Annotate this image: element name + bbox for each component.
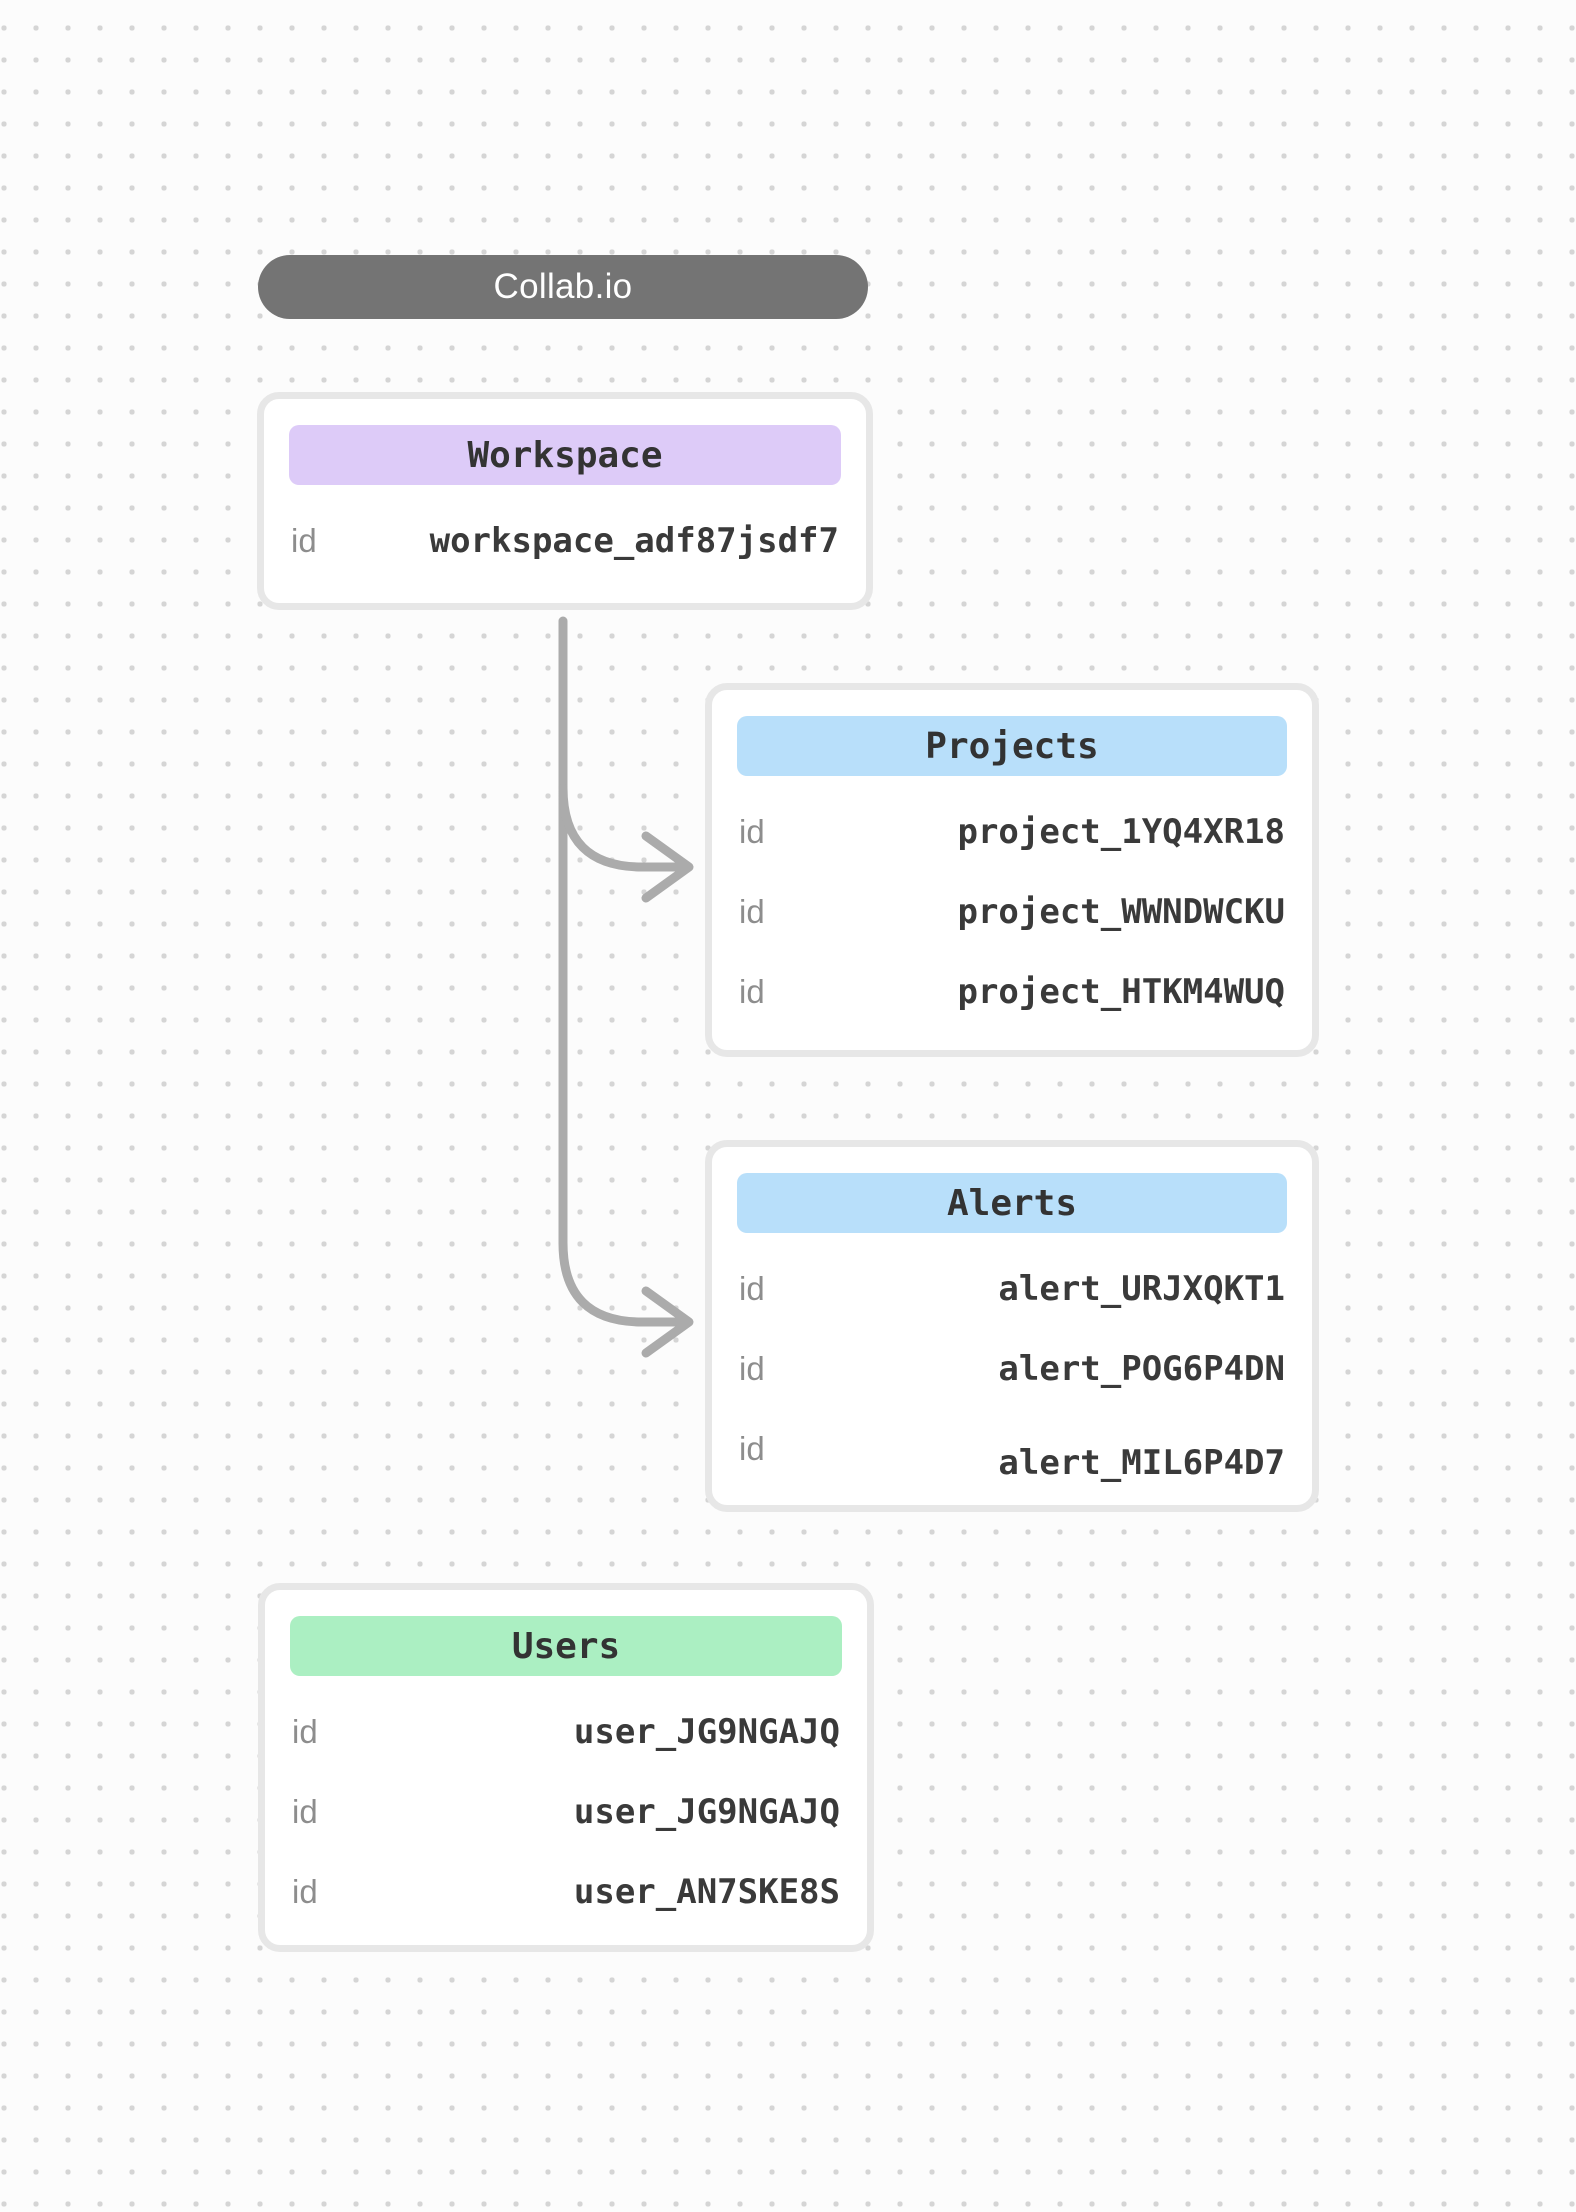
node-projects[interactable]: Projects id project_1YQ4XR18 id project_… (705, 683, 1319, 1057)
field-label: id (739, 813, 765, 850)
field-label: id (739, 973, 765, 1010)
field-row: id user_JG9NGAJQ (292, 1772, 840, 1852)
field-label: id (739, 1350, 765, 1387)
field-value: project_HTKM4WUQ (957, 972, 1285, 1012)
field-row: id alert_POG6P4DN (739, 1329, 1285, 1409)
diagram-title: Collab.io (493, 267, 633, 306)
edge-workspace-alerts (558, 616, 689, 1327)
node-rows: id workspace_adf87jsdf7 (264, 485, 866, 581)
field-value: alert_MIL6P4D7 (998, 1443, 1285, 1483)
field-label: id (739, 1270, 765, 1307)
node-rows: id user_JG9NGAJQ id user_JG9NGAJQ id use… (265, 1676, 867, 1932)
field-row: id project_WWNDWCKU (739, 872, 1285, 952)
field-row: id alert_MIL6P4D7 (739, 1409, 1285, 1489)
node-header: Users (290, 1616, 842, 1676)
node-header: Projects (737, 716, 1287, 776)
field-label: id (292, 1873, 318, 1910)
field-row: id user_AN7SKE8S (292, 1852, 840, 1932)
node-title: Projects (925, 725, 1099, 767)
node-rows: id alert_URJXQKT1 id alert_POG6P4DN id a… (712, 1233, 1312, 1489)
field-value: user_JG9NGAJQ (573, 1792, 840, 1832)
field-value: project_1YQ4XR18 (957, 812, 1285, 852)
field-value: workspace_adf87jsdf7 (429, 521, 839, 561)
node-title: Alerts (946, 1182, 1078, 1224)
diagram-title-pill[interactable]: Collab.io (258, 255, 868, 319)
field-label: id (291, 522, 317, 559)
field-row: id project_1YQ4XR18 (739, 792, 1285, 872)
node-alerts[interactable]: Alerts id alert_URJXQKT1 id alert_POG6P4… (705, 1140, 1319, 1512)
field-label: id (292, 1713, 318, 1750)
node-header: Alerts (737, 1173, 1287, 1233)
edge-workspace-projects (558, 783, 689, 872)
node-title: Users (511, 1625, 621, 1667)
field-row: id user_JG9NGAJQ (292, 1692, 840, 1772)
node-users[interactable]: Users id user_JG9NGAJQ id user_JG9NGAJQ … (258, 1583, 874, 1952)
field-value: alert_URJXQKT1 (998, 1269, 1285, 1309)
field-label: id (739, 1430, 765, 1467)
node-rows: id project_1YQ4XR18 id project_WWNDWCKU … (712, 776, 1312, 1032)
field-row: id project_HTKM4WUQ (739, 952, 1285, 1032)
field-label: id (292, 1793, 318, 1830)
field-value: user_JG9NGAJQ (573, 1712, 840, 1752)
field-label: id (739, 893, 765, 930)
node-workspace[interactable]: Workspace id workspace_adf87jsdf7 (257, 392, 873, 610)
field-row: id alert_URJXQKT1 (739, 1249, 1285, 1329)
node-header: Workspace (289, 425, 841, 485)
field-value: alert_POG6P4DN (998, 1349, 1285, 1389)
node-title: Workspace (467, 434, 663, 476)
arrowhead-projects-icon (641, 831, 694, 903)
field-value: project_WWNDWCKU (957, 892, 1285, 932)
arrowhead-alerts-icon (641, 1286, 694, 1358)
field-row: id workspace_adf87jsdf7 (291, 501, 839, 581)
field-value: user_AN7SKE8S (573, 1872, 840, 1912)
